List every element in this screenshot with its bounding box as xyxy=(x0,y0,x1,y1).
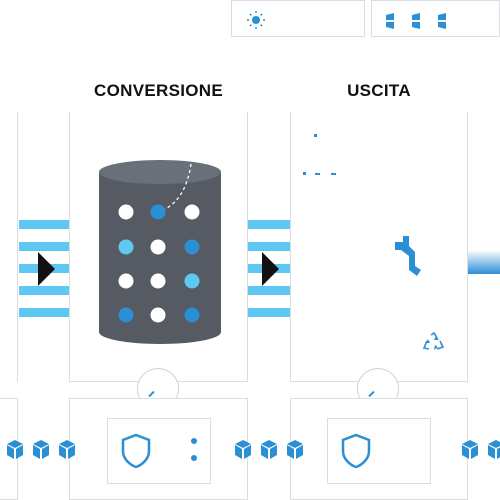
recycle-icon xyxy=(423,332,445,350)
output-mark xyxy=(331,173,336,175)
output-panel xyxy=(290,66,468,382)
sun-tile xyxy=(231,0,365,37)
output-mark xyxy=(303,172,306,175)
shield-icon xyxy=(341,433,371,469)
left-panel-edge xyxy=(17,112,18,382)
database-cylinder-icon xyxy=(99,160,221,344)
status-dot xyxy=(191,455,197,461)
output-header xyxy=(290,66,468,112)
shield-icon xyxy=(121,433,151,469)
blocks-tile-right xyxy=(455,420,500,470)
output-mark xyxy=(314,134,317,137)
conveyor-middle xyxy=(248,220,290,318)
conversion-header xyxy=(69,66,248,112)
status-dot xyxy=(191,438,197,444)
shield-card-conversion xyxy=(107,418,211,484)
blocks-tile-left xyxy=(0,420,85,470)
sun-icon xyxy=(247,11,265,29)
conveyor-left xyxy=(19,220,69,318)
conversion-title: CONVERSIONE xyxy=(94,81,223,100)
blocks-tile-middle xyxy=(228,420,314,470)
cube-stack-icon xyxy=(235,440,303,459)
conveyor-right xyxy=(468,250,500,274)
cube-stack-icon xyxy=(462,440,500,459)
play-arrow-icon xyxy=(262,252,279,286)
gauge-icon xyxy=(368,390,375,398)
output-mark xyxy=(315,173,320,175)
gauge-icon xyxy=(148,390,155,398)
output-title: USCITA xyxy=(347,81,411,100)
window-icon xyxy=(386,13,446,29)
pipe-fitting-icon xyxy=(395,236,421,276)
shield-card-output xyxy=(327,418,431,484)
cube-stack-icon xyxy=(7,440,75,459)
windows-tile xyxy=(371,0,500,37)
play-arrow-icon xyxy=(38,252,55,286)
